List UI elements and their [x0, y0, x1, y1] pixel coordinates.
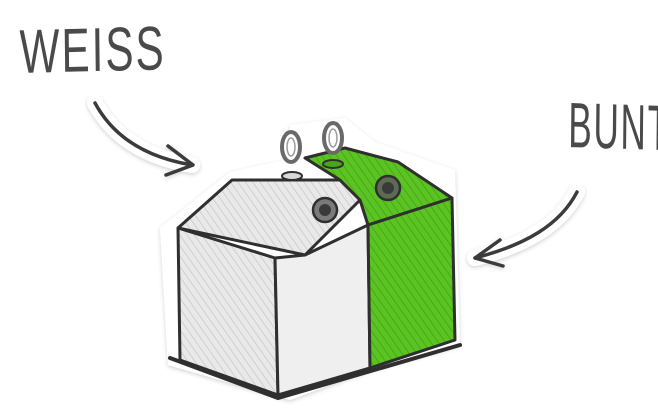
- green-bin-side: [366, 196, 457, 370]
- label-white-glass: WEISS: [19, 14, 167, 87]
- curved-arrow-right-icon: [87, 95, 200, 177]
- handle-ring-left-icon: [280, 130, 303, 181]
- bin-opening-white-icon: [311, 196, 339, 224]
- curved-arrow-left-icon: [467, 184, 585, 268]
- handle-ring-right-icon: [322, 121, 344, 169]
- glass-recycling-container-icon: [160, 118, 462, 401]
- label-colored-glass: BUNT: [567, 89, 658, 165]
- bin-opening-green-icon: [374, 174, 402, 202]
